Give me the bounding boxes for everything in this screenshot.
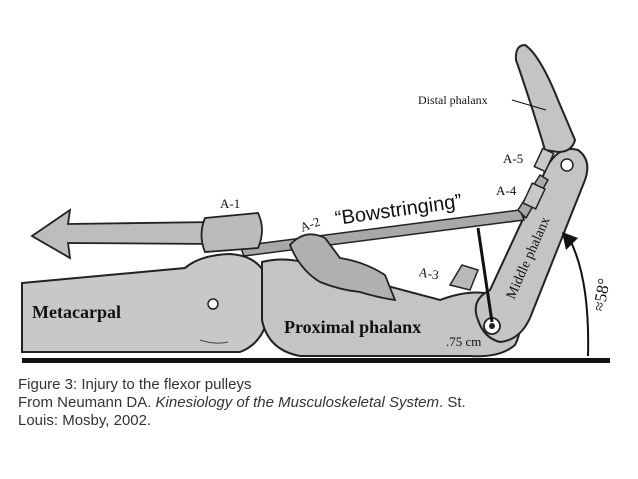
ground-line xyxy=(22,358,610,363)
a5-pulley xyxy=(533,147,555,173)
a2-pulley-torn xyxy=(288,233,397,302)
figure-caption: Figure 3: Injury to the flexor pulleys F… xyxy=(18,376,618,430)
metacarpal-axis-dot xyxy=(207,298,219,310)
flexor-pulley-diagram: Distal phalanx “Bowstringing” A-1 A-2 A-… xyxy=(21,43,614,363)
caption-book-title: Kinesiology of the Musculoskeletal Syste… xyxy=(155,394,440,411)
a3-pulley-torn xyxy=(448,264,479,291)
a1-pulley xyxy=(200,212,263,253)
caption-title: Figure 3: Injury to the flexor pulleys xyxy=(18,376,252,393)
a1-label: A-1 xyxy=(220,196,240,211)
caption-citation-suffix: . St. xyxy=(439,394,466,411)
caption-citation-prefix: From Neumann DA. xyxy=(18,394,156,411)
distal-phalanx-bone xyxy=(514,43,577,154)
caption-citation: From Neumann DA. Kinesiology of the Musc… xyxy=(18,394,618,412)
a2-label: A-2 xyxy=(298,214,322,235)
moment-arm-line xyxy=(476,227,494,323)
a5-label: A-5 xyxy=(503,151,523,166)
metacarpal-label: Metacarpal xyxy=(32,302,121,322)
flexion-angle-arc xyxy=(569,239,590,357)
caption-publisher: Louis: Mosby, 2002. xyxy=(18,412,152,429)
a4-label: A-4 xyxy=(496,183,517,198)
proximal-phalanx-label: Proximal phalanx xyxy=(284,317,421,337)
a3-label: A-3 xyxy=(417,264,440,282)
moment-arm-label: .75 cm xyxy=(446,334,481,349)
pip-axis-dot xyxy=(560,158,574,172)
distal-phalanx-label: Distal phalanx xyxy=(418,93,488,107)
distal-phalanx-leader xyxy=(511,99,547,111)
a4-pulley xyxy=(522,182,546,210)
flexion-angle-arrowhead xyxy=(562,232,578,250)
tendon-pull-arrow xyxy=(30,208,216,260)
angle-label: ≈58° xyxy=(589,277,613,313)
